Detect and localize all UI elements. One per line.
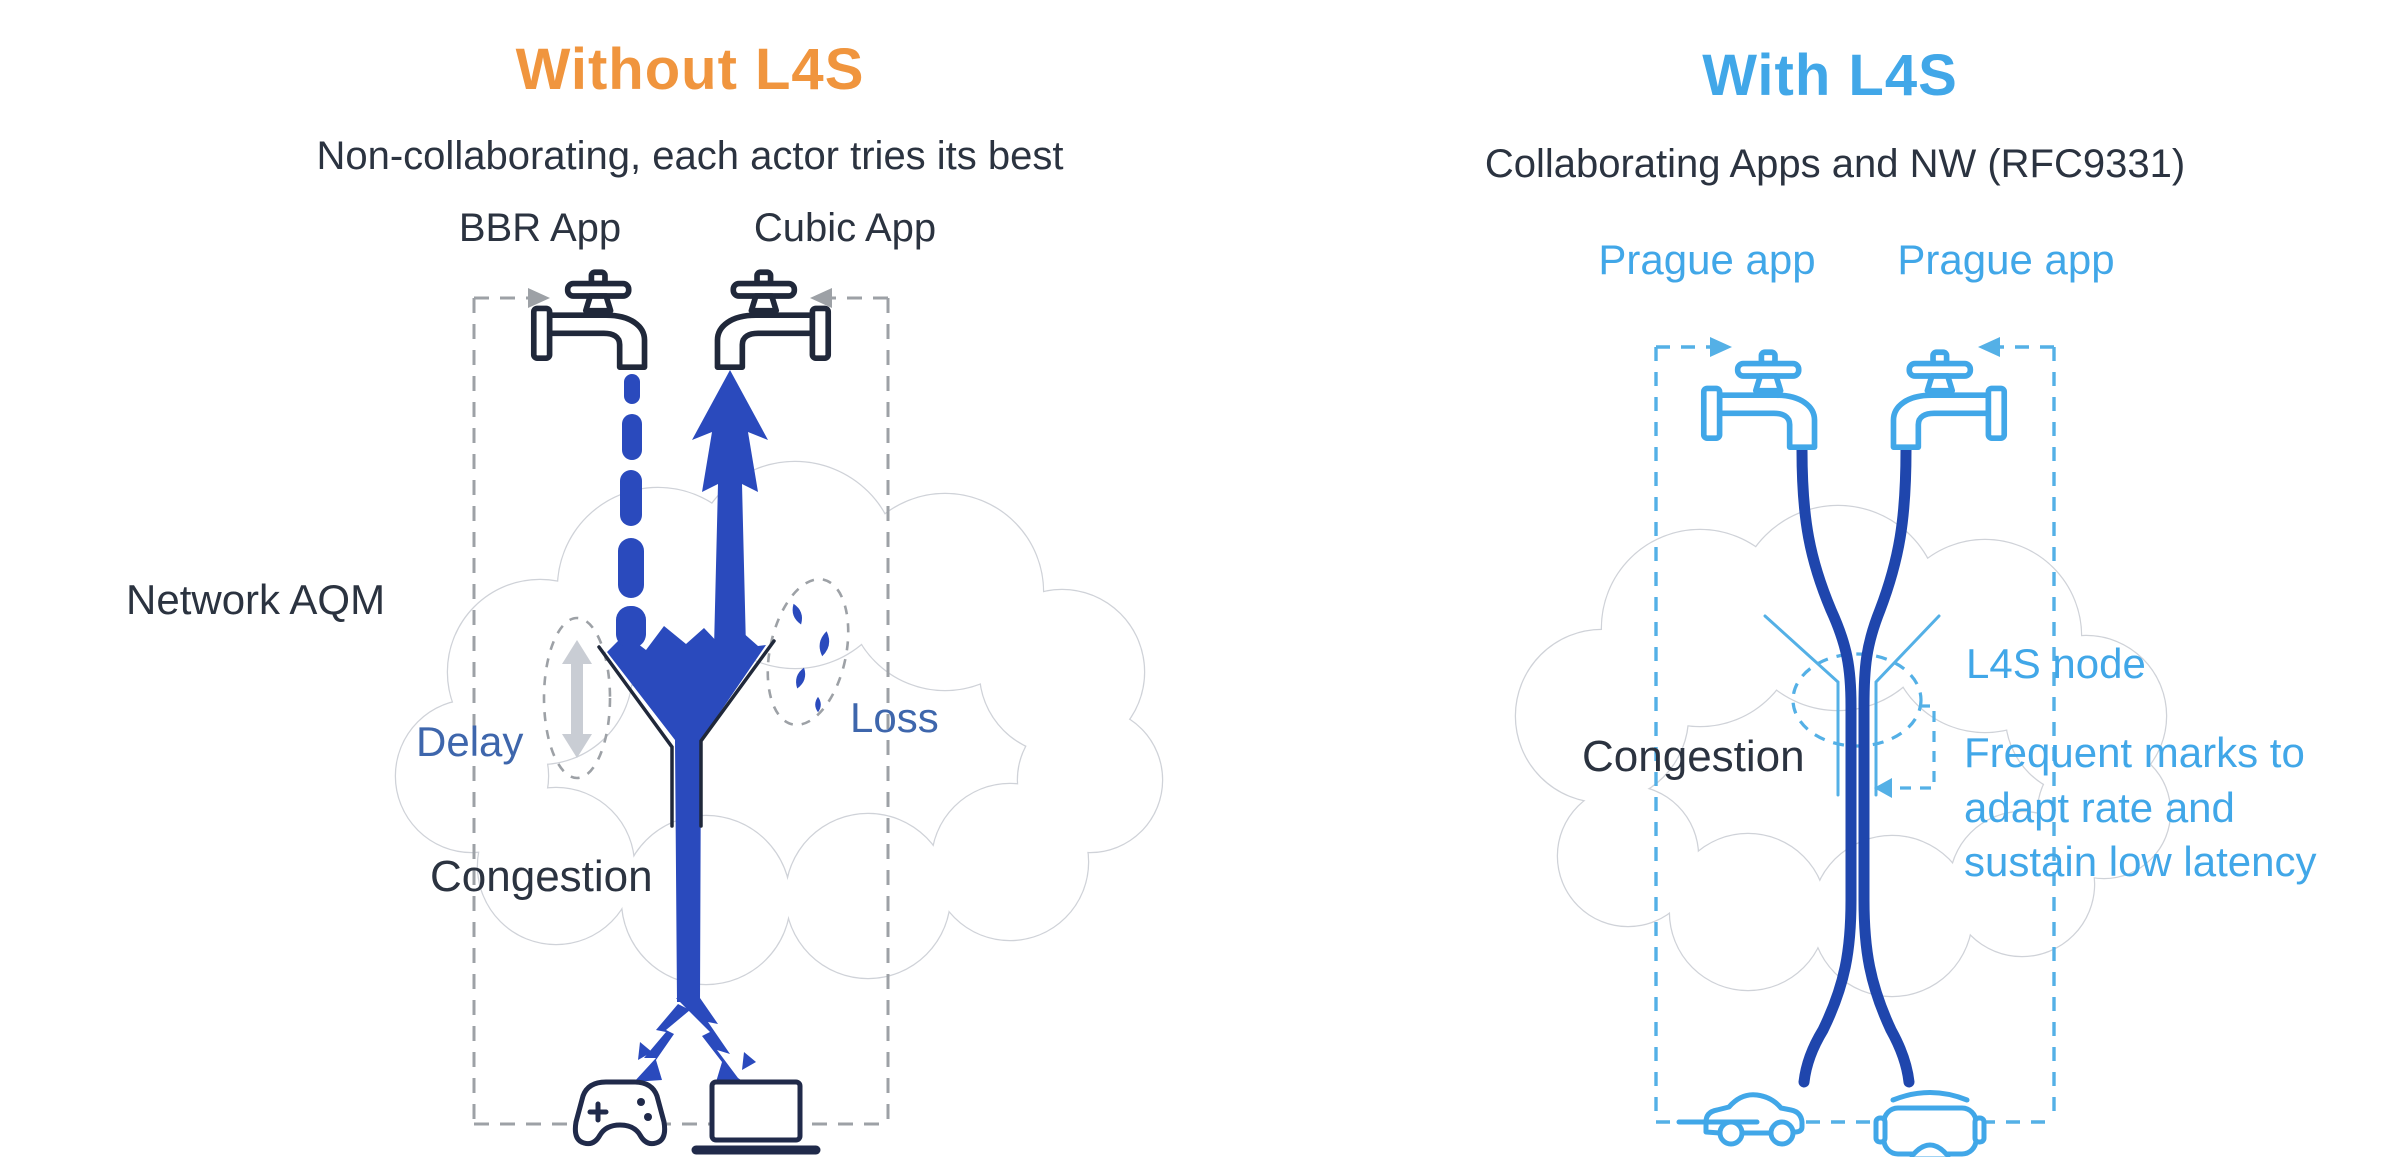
loss-label: Loss bbox=[850, 694, 939, 741]
right-title: With L4S bbox=[1702, 43, 1958, 108]
bbr-stream bbox=[616, 374, 646, 648]
l4s-node-label: L4S node bbox=[1966, 640, 2146, 687]
left-dashed-boundary bbox=[472, 288, 890, 1126]
cubic-stream bbox=[692, 370, 768, 648]
right-dashed-boundary bbox=[1654, 337, 2056, 1124]
arrow-left-icon bbox=[810, 288, 832, 308]
prague-faucet-right-icon bbox=[1893, 352, 2004, 447]
l4s-node-marker bbox=[1763, 614, 1941, 797]
arrow-right-icon bbox=[1710, 337, 1732, 357]
left-title: Without L4S bbox=[515, 37, 865, 102]
cubic-app-label: Cubic App bbox=[753, 206, 937, 250]
prague-app-label-right: Prague app bbox=[1897, 236, 2115, 283]
right-subtitle: Collaborating Apps and NW (RFC9331) bbox=[1484, 142, 2186, 186]
arrow-left-icon bbox=[1978, 337, 2000, 357]
car-icon bbox=[1676, 1092, 1805, 1147]
left-congestion-label: Congestion bbox=[430, 852, 653, 901]
marks-arrow-icon bbox=[1874, 778, 1892, 798]
network-aqm-label: Network AQM bbox=[126, 576, 386, 623]
aqm-funnel-outline bbox=[597, 639, 776, 828]
bbr-app-label: BBR App bbox=[458, 206, 622, 250]
prague-faucet-left-icon bbox=[1704, 352, 1815, 447]
delay-label: Delay bbox=[416, 718, 524, 765]
delay-indicator bbox=[542, 616, 612, 780]
delay-double-arrow-icon bbox=[562, 640, 592, 758]
bbr-faucet-icon bbox=[534, 272, 645, 367]
prague-streams bbox=[1796, 444, 1915, 1088]
game-controller-icon bbox=[572, 1079, 668, 1147]
frequent-marks-note: Frequent marks to adapt rate and sustain… bbox=[1964, 729, 2317, 886]
cubic-faucet-icon bbox=[717, 272, 828, 367]
left-funnel-water bbox=[607, 626, 766, 1082]
prague-app-label-left: Prague app bbox=[1598, 236, 1816, 283]
vr-headset-icon bbox=[1873, 1090, 1987, 1157]
right-congestion-label: Congestion bbox=[1582, 732, 1805, 781]
left-subtitle: Non-collaborating, each actor tries its … bbox=[316, 134, 1064, 178]
laptop-icon bbox=[691, 1079, 821, 1155]
arrow-right-icon bbox=[528, 288, 550, 308]
